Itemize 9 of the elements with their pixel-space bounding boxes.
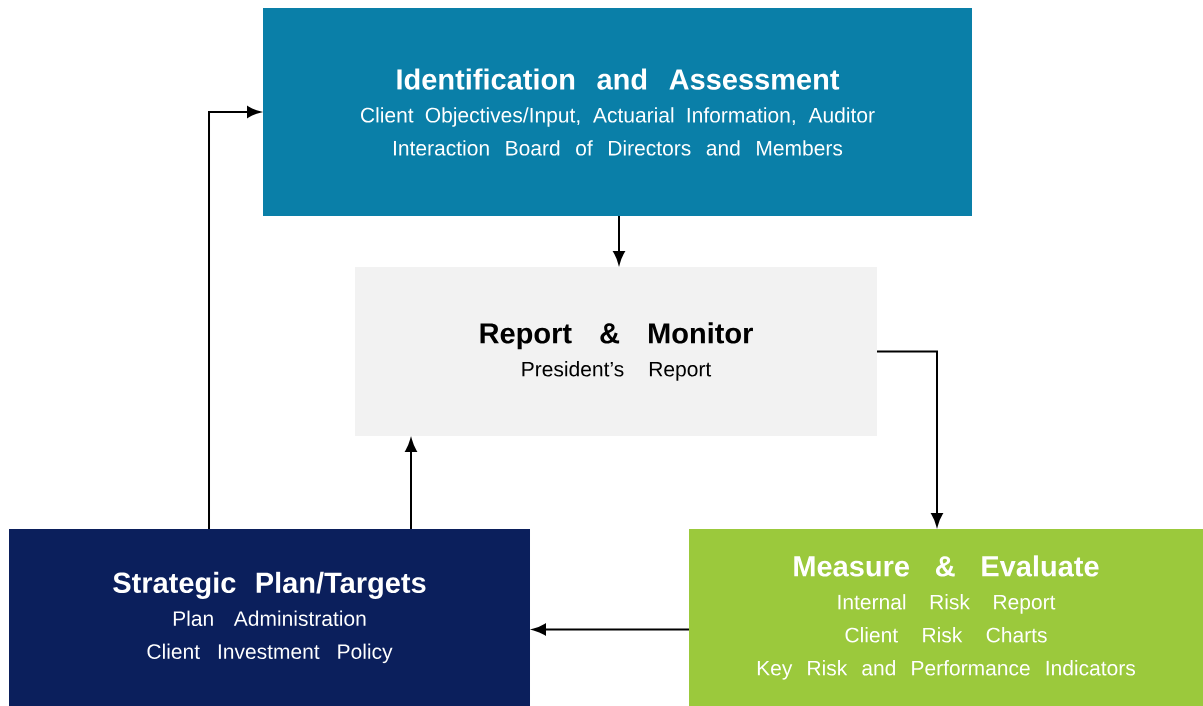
- process-box: Strategic Plan/Targets Plan Administration Client Investment Policy: [9, 529, 530, 706]
- process-box: Identification and Assessment Client Objectives/Input, Actuarial Information, Auditor Interaction Board of Directors and Members: [263, 8, 972, 216]
- process-box: Measure & Evaluate Internal Risk Report Client Risk Charts Key Risk and Performance Indicators: [689, 529, 1203, 706]
- process-box: Report & Monitor President’s Report: [355, 267, 877, 436]
- arrow: [532, 623, 690, 636]
- arrow: [208, 106, 261, 530]
- arrow: [613, 215, 625, 265]
- arrow: [876, 350, 943, 527]
- arrow: [405, 438, 417, 530]
